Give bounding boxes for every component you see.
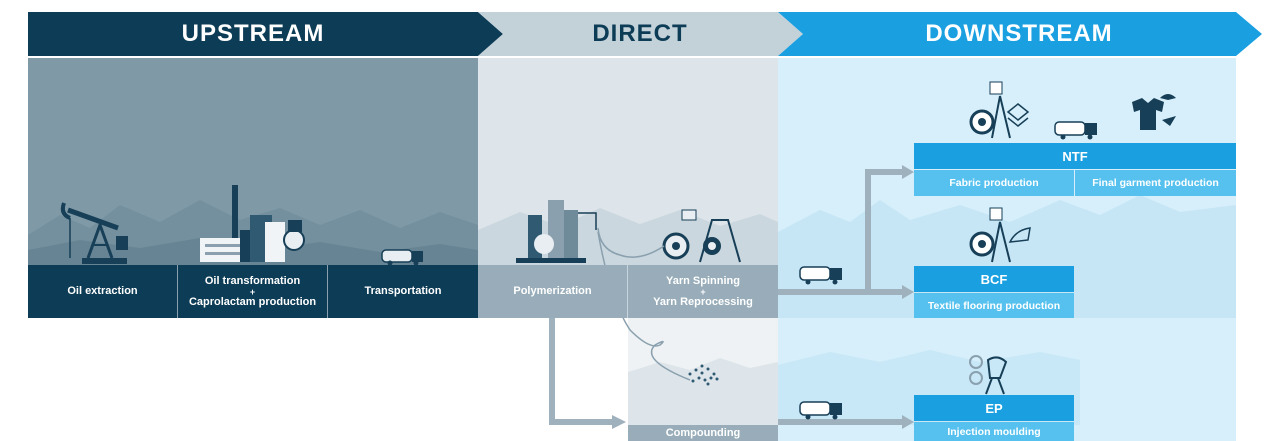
ep-bar: EP xyxy=(914,395,1074,421)
compounding-text: Compounding xyxy=(665,426,741,439)
granules-icon xyxy=(688,364,719,386)
upstream-header: UPSTREAM xyxy=(181,20,325,47)
oil-transformation-text: Oil transformation xyxy=(204,274,301,287)
yarn-reprocessing-text: Yarn Reprocessing xyxy=(653,295,753,308)
ntf-text: NTF xyxy=(1062,148,1088,164)
transportation-label: Transportation xyxy=(328,265,478,318)
truck-icon-ep xyxy=(799,401,842,420)
upstream-header-shape xyxy=(28,12,503,56)
truck-icon-ntf xyxy=(1054,121,1097,140)
injection-moulding-box: Injection moulding xyxy=(914,422,1074,441)
polymerization-label: Polymerization xyxy=(478,265,628,318)
spinning-machine-icon xyxy=(662,209,741,263)
final-garment-box: Final garment production xyxy=(1075,170,1236,196)
reactor-icon xyxy=(516,200,597,263)
arrow-heads xyxy=(612,165,914,429)
yarn-spinning-label: Yarn Spinning + Yarn Reprocessing xyxy=(628,265,778,318)
flow-arrows xyxy=(549,169,902,425)
header-chevrons xyxy=(28,12,1262,56)
yarn-spinning-text: Yarn Spinning xyxy=(666,274,740,287)
downstream-header-shape xyxy=(778,12,1262,56)
injection-moulding-text: Injection moulding xyxy=(947,425,1041,438)
final-garment-text: Final garment production xyxy=(1092,177,1219,189)
yarn-thread xyxy=(597,227,665,258)
plus-sign: + xyxy=(249,286,256,297)
oil-extraction-label: Oil extraction xyxy=(28,265,178,318)
truck-icon-bcf xyxy=(799,266,842,285)
plus-sign-direct: + xyxy=(700,286,706,297)
textile-flooring-text: Textile flooring production xyxy=(927,299,1061,312)
truck-icon xyxy=(381,249,423,266)
ntf-bar: NTF xyxy=(914,143,1236,169)
fabric-production-text: Fabric production xyxy=(949,177,1039,189)
textile-flooring-box: Textile flooring production xyxy=(914,293,1074,318)
polymerization-text: Polymerization xyxy=(513,285,592,297)
fabric-production-box: Fabric production xyxy=(914,170,1074,196)
garment-icon xyxy=(1132,94,1176,130)
oil-extraction-text: Oil extraction xyxy=(67,285,138,297)
direct-header: DIRECT xyxy=(592,20,688,47)
oil-transformation-label: Oil transformation + Caprolactam product… xyxy=(178,265,328,318)
compounding-label: Compounding xyxy=(628,425,778,441)
bcf-text: BCF xyxy=(980,271,1008,287)
oil-pump-icon xyxy=(60,202,128,264)
carpet-icon xyxy=(969,207,1031,263)
fabric-icon xyxy=(969,81,1030,139)
direct-header-shape xyxy=(478,12,803,56)
downstream-header: DOWNSTREAM xyxy=(925,20,1113,47)
compounding-hills xyxy=(628,358,778,425)
downstream-hills-1 xyxy=(778,195,1236,318)
gears-icon xyxy=(969,355,983,385)
chair-icon xyxy=(985,356,1008,395)
caprolactam-text: Caprolactam production xyxy=(188,295,317,308)
bcf-bar: BCF xyxy=(914,266,1074,292)
refinery-icon xyxy=(200,185,305,262)
ep-text: EP xyxy=(985,400,1003,416)
transportation-text: Transportation xyxy=(364,285,442,297)
